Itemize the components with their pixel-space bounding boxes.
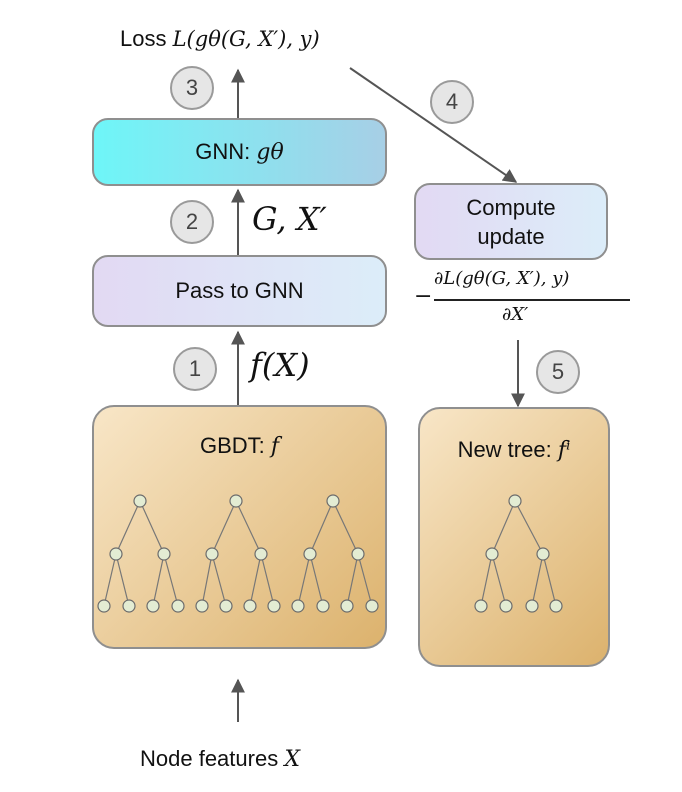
gbdt-title: GBDT: f xyxy=(94,433,385,459)
compute-line1: Compute xyxy=(466,194,556,220)
gradient-expression: − ∂L(gθ(G, X′), y) ∂X′ xyxy=(414,266,634,336)
edge-label-f-x: f(X) xyxy=(250,346,310,384)
gbdt-tree-1 xyxy=(97,494,185,613)
step-2-circle: 2 xyxy=(170,200,214,244)
gnn-symbol: gθ xyxy=(256,139,284,165)
pass-to-gnn-box: Pass to GNN xyxy=(92,255,387,327)
input-symbol: X xyxy=(284,747,300,772)
compute-line2: update xyxy=(477,223,545,249)
input-text: Node features xyxy=(140,746,279,771)
step-1-label: 1 xyxy=(188,356,202,381)
gbdt-tree-3 xyxy=(291,494,379,613)
new-tree-symbol: fⁱ xyxy=(557,438,571,463)
loss-formula: L(gθ(G, X′), y) xyxy=(172,27,320,51)
gradient-minus: − xyxy=(414,284,433,309)
step-4-circle: 4 xyxy=(430,80,474,124)
gbdt-symbol: f xyxy=(270,434,280,459)
new-tree-box: New tree: fⁱ xyxy=(418,407,610,667)
step-2-label: 2 xyxy=(185,209,199,234)
gradient-fraction-bar xyxy=(434,299,630,301)
loss-text: Loss xyxy=(120,26,167,51)
gradient-numerator: ∂L(gθ(G, X′), y) xyxy=(434,268,570,289)
step-5-circle: 5 xyxy=(536,350,580,394)
step-4-label: 4 xyxy=(445,89,459,114)
new-tree-label: New tree: xyxy=(457,437,552,462)
edge-label-g-x: G, X′ xyxy=(252,200,327,238)
input-label: Node features X xyxy=(140,746,300,772)
gbdt-tree-2 xyxy=(195,494,281,613)
step-5-label: 5 xyxy=(551,359,565,384)
new-tree-graphic xyxy=(474,494,563,613)
step-3-label: 3 xyxy=(185,75,199,100)
step-1-circle: 1 xyxy=(173,347,217,391)
gradient-denominator: ∂X′ xyxy=(502,304,529,325)
compute-update-box: Compute update xyxy=(414,183,608,260)
loss-label: Loss L(gθ(G, X′), y) xyxy=(120,26,320,52)
step-3-circle: 3 xyxy=(170,66,214,110)
gbdt-box: GBDT: f xyxy=(92,405,387,649)
pass-to-gnn-label: Pass to GNN xyxy=(175,278,304,303)
gnn-box: GNN: gθ xyxy=(92,118,387,186)
arrow-loss-to-compute xyxy=(349,67,518,183)
new-tree-title: New tree: fⁱ xyxy=(420,437,608,463)
gbdt-label: GBDT: xyxy=(199,433,265,458)
gnn-label: GNN: xyxy=(195,139,251,164)
